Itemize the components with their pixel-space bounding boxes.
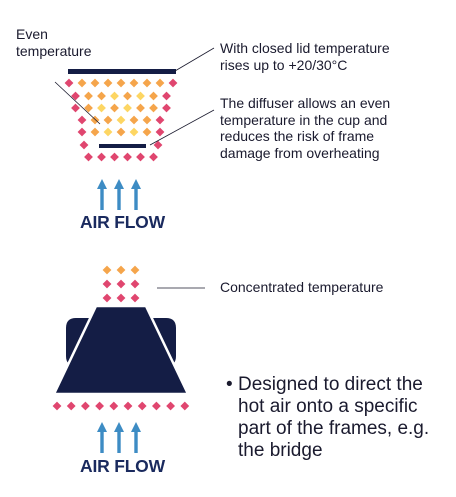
leader-line-diffuser (149, 109, 215, 146)
arrow-up-icon (131, 422, 141, 453)
particle-diamond (79, 140, 89, 150)
diffuser-description: The diffuser allows an even temperature … (220, 95, 391, 161)
particle-diamond (166, 401, 175, 411)
particle-diamond (116, 115, 126, 125)
particle-diamond (136, 91, 145, 101)
particle-diamond (52, 401, 62, 411)
particle-diamond (110, 152, 119, 162)
air-flow-arrows-bottom (97, 422, 141, 453)
particle-diamond (84, 152, 93, 162)
particle-diamond (77, 78, 87, 88)
particle-diamond (142, 78, 152, 88)
particle-diamond (130, 293, 140, 303)
particle-diamond (97, 152, 106, 162)
air-flow-arrows-top (97, 179, 141, 210)
particle-diamond (116, 127, 126, 137)
arrow-up-icon (114, 179, 124, 210)
particle-diamond (155, 127, 165, 137)
particle-diamond (130, 265, 140, 275)
closed-lid (68, 69, 176, 74)
particle-diamond (116, 293, 126, 303)
air-particle-row (52, 401, 190, 411)
even-temperature-label: Even temperature (16, 26, 92, 59)
particle-diamond (110, 91, 119, 101)
particle-diamond (103, 127, 113, 137)
particle-diamond (97, 91, 106, 101)
particle-diamond (116, 265, 126, 275)
particle-diamond (102, 293, 112, 303)
particle-diamond (162, 91, 171, 101)
particle-diamond (77, 127, 87, 137)
particle-diamond (95, 401, 104, 411)
particle-diamond (149, 103, 158, 113)
particle-diamond (64, 78, 74, 88)
particle-diamond (84, 103, 93, 113)
particle-diamond (81, 401, 90, 411)
particle-diamond (142, 127, 152, 137)
diffuser-plate (99, 144, 146, 148)
particle-diamond (155, 115, 165, 125)
particle-diamond (155, 78, 165, 88)
nozzle-cone (52, 304, 190, 396)
particle-diamond (149, 152, 158, 162)
particle-diamond (149, 91, 158, 101)
particle-diamond (116, 279, 126, 289)
concentrated-temperature-label: Concentrated temperature (220, 279, 384, 295)
particle-diamond (123, 91, 132, 101)
closed-lid-label: With closed lid temperature rises up to … (220, 40, 390, 73)
particle-diamond (123, 401, 133, 411)
particle-diamond (152, 401, 161, 411)
particle-diamond (103, 78, 113, 88)
particle-diamond (103, 115, 113, 125)
particle-diamond (136, 103, 145, 113)
particle-diamond (123, 152, 132, 162)
particle-diamond (130, 279, 140, 289)
arrow-up-icon (114, 422, 124, 453)
particle-diamond (102, 279, 112, 289)
particle-diamond (109, 401, 119, 411)
particle-diamond (129, 127, 139, 137)
air-flow-label-top: AIR FLOW (80, 212, 165, 232)
particle-diamond (129, 115, 139, 125)
concentrated-particle-cluster (102, 265, 140, 303)
particle-diamond (153, 140, 163, 150)
nozzle-description-text: Designed to direct the hot air onto a sp… (238, 374, 430, 461)
particle-diamond (90, 78, 100, 88)
particle-diamond (168, 78, 178, 88)
particle-diamond (97, 103, 106, 113)
arrow-up-icon (97, 179, 107, 210)
particle-diamond (129, 78, 139, 88)
particle-diamond (66, 401, 76, 411)
particle-diamond (180, 401, 190, 411)
bullet-marker: • (226, 374, 233, 395)
leader-line-even-temperature (54, 81, 101, 125)
even-temperature-particle-grid (64, 78, 178, 162)
air-flow-label-bottom: AIR FLOW (80, 456, 165, 476)
particle-diamond (137, 401, 147, 411)
particle-diamond (71, 91, 80, 101)
particle-diamond (116, 78, 126, 88)
particle-diamond (90, 127, 100, 137)
particle-diamond (77, 115, 87, 125)
particle-diamond (71, 103, 80, 113)
arrow-up-icon (131, 179, 141, 210)
particle-diamond (136, 152, 145, 162)
particle-diamond (123, 103, 132, 113)
arrow-up-icon (97, 422, 107, 453)
leader-line-closed-lid (174, 47, 215, 72)
particle-diamond (162, 103, 171, 113)
particle-diamond (142, 115, 152, 125)
particle-diamond (102, 265, 112, 275)
particle-diamond (84, 91, 93, 101)
particle-diamond (110, 103, 119, 113)
